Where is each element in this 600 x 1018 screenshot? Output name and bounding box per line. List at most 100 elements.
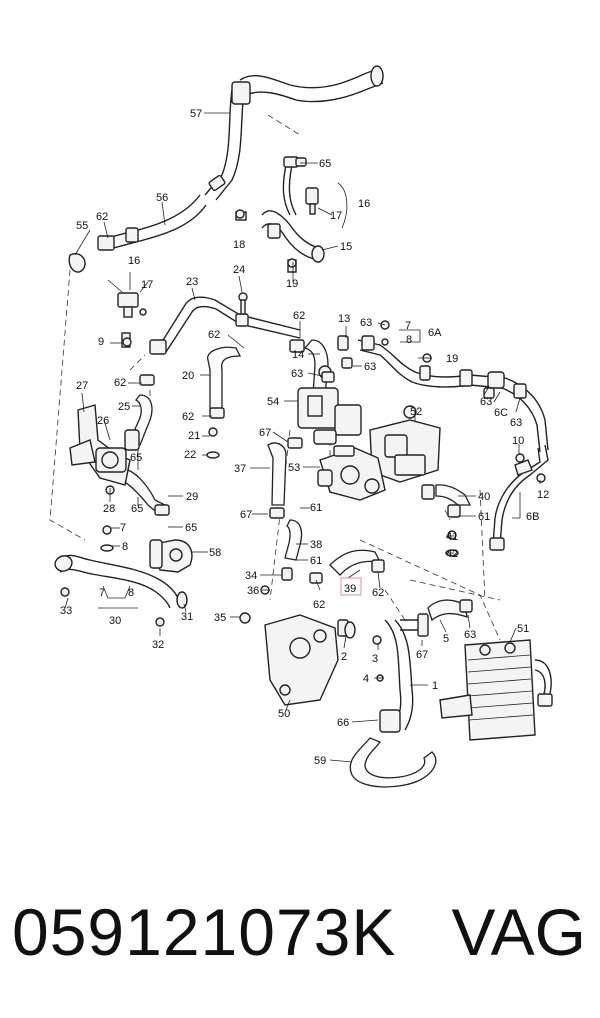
callout-label: 57 (190, 108, 202, 120)
callout-label: 37 (234, 463, 246, 475)
callout-label: 65 (319, 158, 331, 170)
callout-label: 61 (310, 555, 322, 567)
callout-label: 65 (131, 503, 143, 515)
callout-label: 8 (406, 334, 412, 346)
callout-label: 5 (443, 633, 449, 645)
callout-label: 22 (184, 449, 196, 461)
callout-label: 39 (344, 583, 356, 595)
callout-label: 62 (313, 599, 325, 611)
footer: 059121073K VAG (0, 888, 600, 998)
callout-label: 18 (233, 239, 245, 251)
callout-label: 62 (293, 310, 305, 322)
callout-label: 20 (182, 370, 194, 382)
callout-label: 6B (526, 511, 539, 523)
callout-label: 67 (416, 649, 428, 661)
callout-label: 63 (360, 317, 372, 329)
highlight-box-39 (340, 577, 362, 596)
brand-label: VAG (451, 895, 586, 969)
callout-label: 33 (60, 605, 72, 617)
bracket-30 (54, 554, 188, 609)
callout-label: 62 (96, 211, 108, 223)
hose-23 (149, 296, 301, 355)
callout-label: 15 (340, 241, 352, 253)
callout-label: 35 (214, 612, 226, 624)
callout-label: 56 (156, 192, 168, 204)
hose-15 (235, 210, 325, 273)
callout-label: 27 (76, 380, 88, 392)
callout-label: 26 (97, 415, 109, 427)
callout-label: 67 (259, 427, 271, 439)
callout-label: 16 (358, 198, 370, 210)
callout-label: 63 (510, 417, 522, 429)
part-number: 059121073K (12, 895, 397, 969)
unit-54 (297, 365, 362, 445)
callout-label: 61 (478, 511, 490, 523)
callout-label: 7 (99, 587, 105, 599)
callout-label: 9 (98, 336, 104, 348)
callout-label: 10 (512, 435, 524, 447)
callout-label: 66 (337, 717, 349, 729)
callout-label: 8 (128, 587, 134, 599)
callout-label: 59 (314, 755, 326, 767)
leader-lines (64, 112, 541, 763)
callout-label: 24 (233, 264, 245, 276)
callout-label: 62 (182, 411, 194, 423)
pump-26 (69, 404, 140, 495)
callout-label: 6C (494, 407, 508, 419)
callout-label: 30 (109, 615, 121, 627)
cooler-51 (439, 639, 553, 741)
fasteners (60, 157, 546, 682)
callout-label: 53 (288, 462, 300, 474)
callout-label: 51 (517, 623, 529, 635)
callout-label: 36 (247, 585, 259, 597)
callout-label: 21 (188, 430, 200, 442)
callout-label: 63 (480, 396, 492, 408)
parts-diagram: 576516171556625518241916172396262136376A… (49, 65, 553, 788)
unit-52 (369, 405, 441, 483)
callout-label: 31 (181, 611, 193, 623)
callout-label: 28 (103, 503, 115, 515)
callout-label: 65 (185, 522, 197, 534)
callout-label: 7 (120, 522, 126, 534)
hose-1 (379, 613, 429, 733)
hose-57 (204, 65, 384, 201)
callout-label: 42 (446, 548, 458, 560)
callout-label: 8 (122, 541, 128, 553)
callout-label: 17 (330, 210, 342, 222)
callout-label: 62 (208, 329, 220, 341)
callout-label: 63 (364, 361, 376, 373)
callout-label: 4 (363, 673, 369, 685)
callout-label: 19 (286, 278, 298, 290)
sensor-16-left (117, 292, 147, 348)
callout-label: 16 (128, 255, 140, 267)
callout-label: 17 (141, 279, 153, 291)
callout-label: 34 (245, 570, 257, 582)
callout-label: 32 (152, 639, 164, 651)
callout-label: 65 (130, 452, 142, 464)
valve-53 (317, 445, 386, 501)
callout-label: 54 (267, 396, 279, 408)
callout-label: 67 (240, 509, 252, 521)
callout-label: 50 (278, 708, 290, 720)
callout-label: 25 (118, 401, 130, 413)
bracket-50 (264, 614, 356, 706)
callout-label: 41 (446, 531, 458, 543)
dotted-hoses (121, 339, 472, 788)
callout-label: 12 (537, 489, 549, 501)
callout-label: 13 (338, 313, 350, 325)
callout-label: 7 (405, 320, 411, 332)
callout-label: 63 (291, 368, 303, 380)
callout-label: 38 (310, 539, 322, 551)
callout-label: 55 (76, 220, 88, 232)
hose-6B (489, 444, 549, 551)
callout-label: 23 (186, 276, 198, 288)
callout-label: 40 (478, 491, 490, 503)
callout-label: 3 (372, 653, 378, 665)
callout-label: 19 (446, 353, 458, 365)
callout-label: 63 (464, 629, 476, 641)
callout-label: 62 (372, 587, 384, 599)
callout-label: 2 (341, 651, 347, 663)
callout-label: 52 (410, 406, 422, 418)
callout-label: 62 (114, 377, 126, 389)
